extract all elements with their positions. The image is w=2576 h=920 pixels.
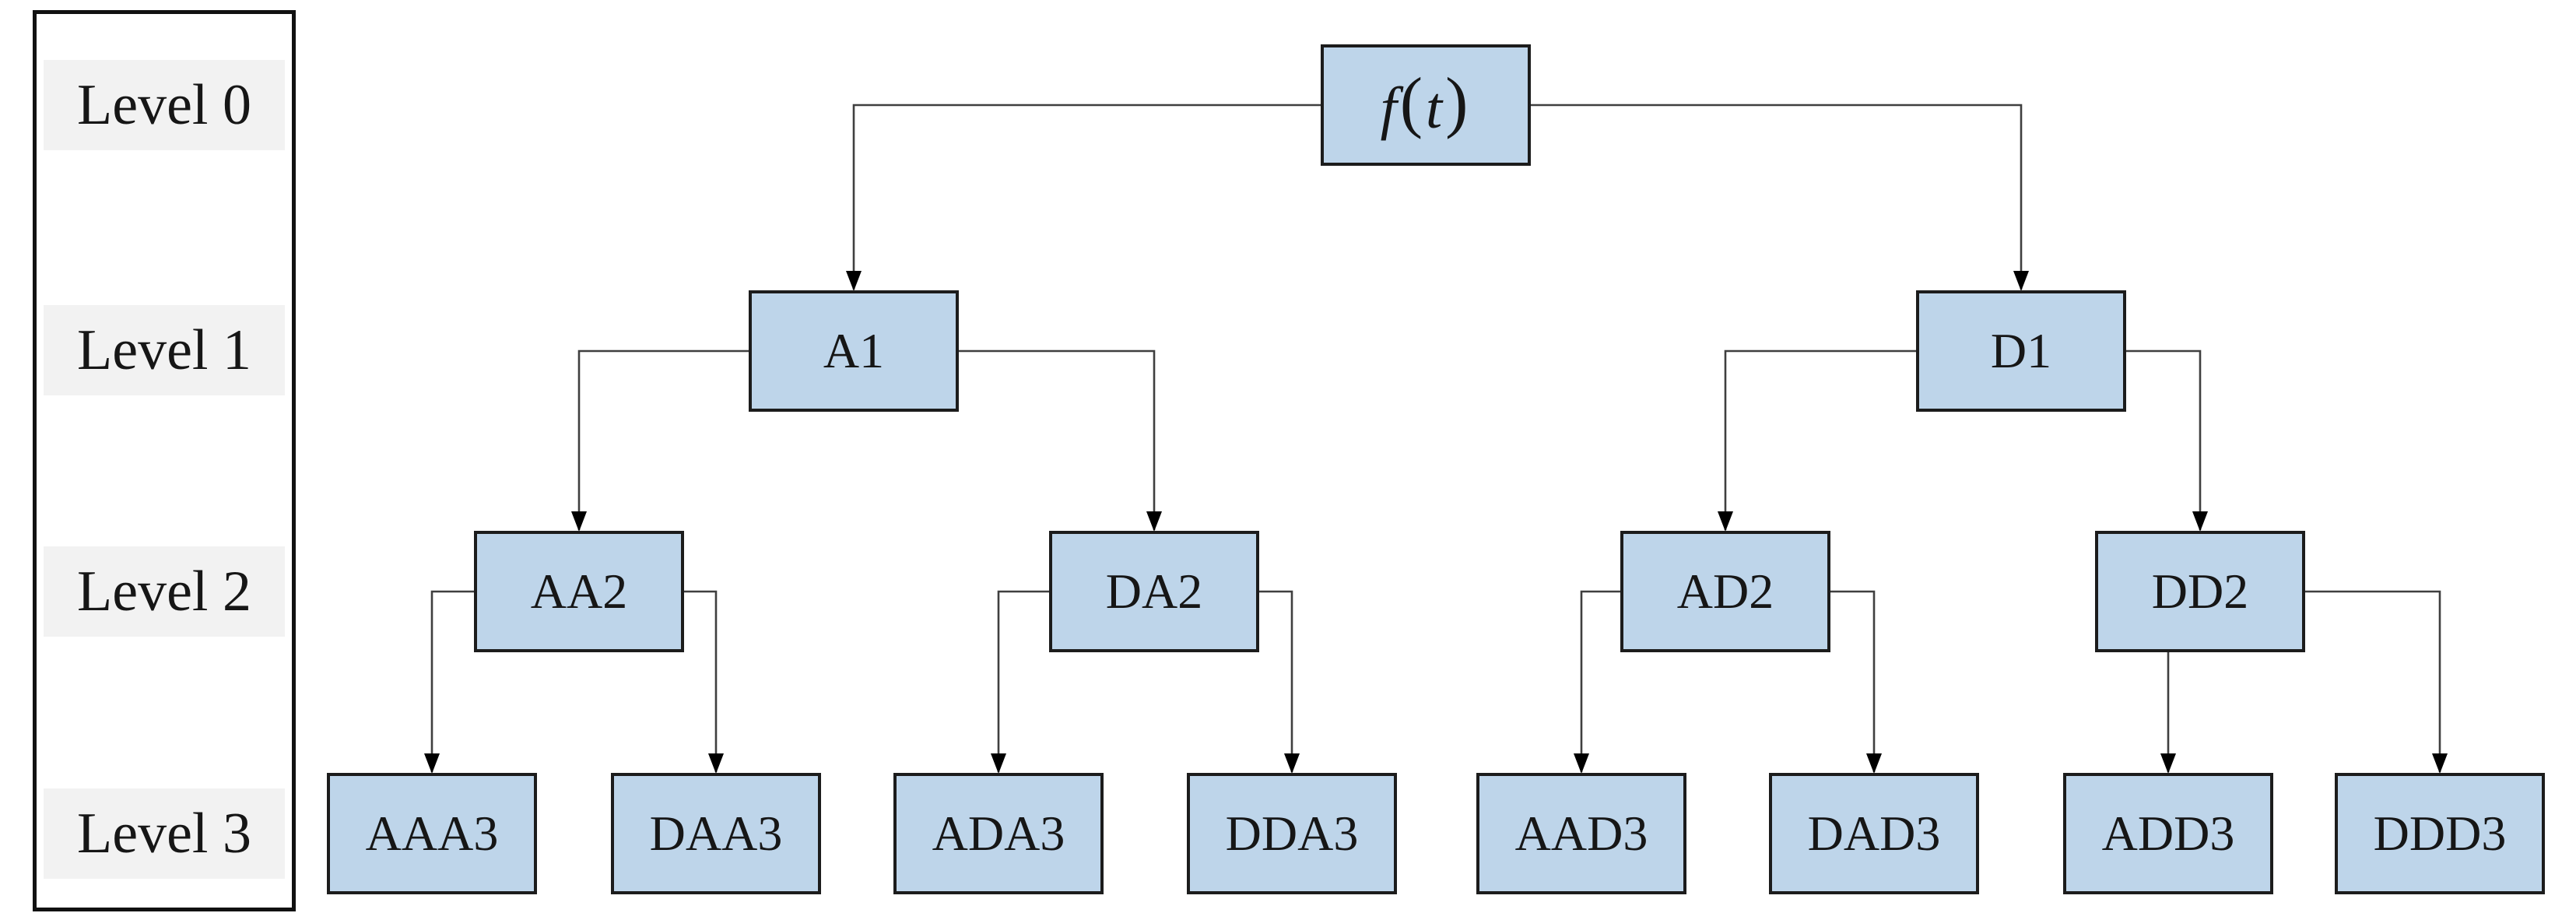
level-legend-panel: Level 0 Level 1 Level 2 Level 3 xyxy=(33,10,296,911)
connector-a1-to-aa2 xyxy=(571,349,749,532)
node-label: f(t) xyxy=(1380,64,1469,141)
legend-row-level-2: Level 2 xyxy=(44,546,285,637)
node-da2: DA2 xyxy=(1049,531,1259,652)
node-label: ADD3 xyxy=(2101,806,2235,861)
node-label: AD2 xyxy=(1676,564,1774,619)
connector-dd2-to-ddd3 xyxy=(2305,590,2448,774)
node-ft: f(t) xyxy=(1321,44,1531,166)
node-d1: D1 xyxy=(1916,290,2126,412)
node-label: DAD3 xyxy=(1807,806,1941,861)
node-dda3: DDA3 xyxy=(1187,773,1397,894)
connector-d1-to-dd2 xyxy=(2126,349,2208,532)
connector-aa2-to-aaa3 xyxy=(424,590,474,774)
legend-row-level-3: Level 3 xyxy=(44,788,285,879)
node-label: DD2 xyxy=(2151,564,2249,619)
node-label: AAD3 xyxy=(1514,806,1648,861)
connector-ad2-to-aad3 xyxy=(1574,590,1620,774)
node-ddd3: DDD3 xyxy=(2335,773,2545,894)
node-aad3: AAD3 xyxy=(1476,773,1686,894)
node-label: A1 xyxy=(823,323,885,378)
connector-ft-to-a1 xyxy=(846,104,1321,291)
connector-aa2-to-daa3 xyxy=(684,590,724,774)
connector-da2-to-ada3 xyxy=(991,590,1049,774)
connector-a1-to-da2 xyxy=(959,349,1162,532)
node-dd2: DD2 xyxy=(2095,531,2305,652)
legend-row-level-1: Level 1 xyxy=(44,305,285,395)
node-daa3: DAA3 xyxy=(611,773,821,894)
node-label: DA2 xyxy=(1105,564,1203,619)
node-aaa3: AAA3 xyxy=(327,773,537,894)
connector-da2-to-dda3 xyxy=(1259,590,1300,774)
node-label: AA2 xyxy=(530,564,628,619)
connector-ad2-to-dad3 xyxy=(1830,590,1882,774)
node-label: ADA3 xyxy=(932,806,1065,861)
connector-ft-to-d1 xyxy=(1531,104,2029,291)
node-label: DDA3 xyxy=(1225,806,1359,861)
node-aa2: AA2 xyxy=(474,531,684,652)
node-label: AAA3 xyxy=(365,806,499,861)
legend-row-level-0: Level 0 xyxy=(44,60,285,150)
node-ada3: ADA3 xyxy=(893,773,1104,894)
node-label: DAA3 xyxy=(649,806,783,861)
node-a1: A1 xyxy=(749,290,959,412)
node-label: DDD3 xyxy=(2373,806,2507,861)
connector-d1-to-ad2 xyxy=(1718,349,1916,532)
node-ad2: AD2 xyxy=(1620,531,1830,652)
node-add3: ADD3 xyxy=(2063,773,2273,894)
node-label: D1 xyxy=(1990,323,2052,378)
node-dad3: DAD3 xyxy=(1769,773,1979,894)
